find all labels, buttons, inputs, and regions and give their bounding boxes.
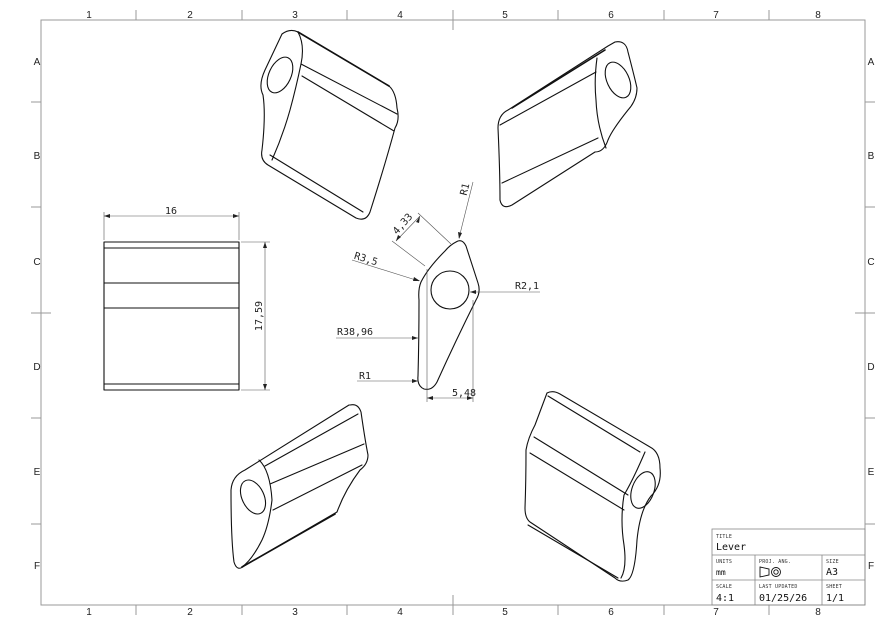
title-label: TITLE [716, 534, 732, 540]
row-label: B [868, 151, 875, 162]
col-label: 6 [608, 607, 614, 618]
drawing-frame [31, 10, 875, 615]
row-label: F [34, 561, 40, 572]
dim-label: R3,5 [353, 251, 379, 269]
title-block: TITLE Lever UNITS mm PROJ. ANG. SIZE A3 … [711, 528, 866, 606]
dim-bottom-width: 5,48 [426, 269, 476, 402]
row-label: A [34, 57, 41, 68]
col-label: 5 [502, 607, 508, 618]
last-updated-label: LAST UPDATED [759, 584, 798, 590]
row-label: A [868, 57, 875, 68]
dim-bottom-radius: R1 [357, 371, 418, 383]
row-label: E [868, 467, 875, 478]
sheet-value: 1/1 [826, 593, 844, 604]
iso-view-top-right [497, 41, 638, 208]
col-label: 4 [397, 10, 403, 21]
dim-upper-radius: R3,5 [351, 251, 420, 282]
row-label: D [867, 362, 874, 373]
row-label: D [33, 362, 40, 373]
row-label: E [34, 467, 41, 478]
row-label: C [867, 257, 874, 268]
col-label: 3 [292, 10, 298, 21]
dim-label: R1 [459, 182, 473, 196]
iso-view-bottom-left [230, 404, 369, 569]
dim-label: 17,59 [254, 301, 265, 331]
size-label: SIZE [826, 559, 839, 565]
dimension-width: 16 [103, 206, 240, 240]
col-label: 8 [815, 607, 821, 618]
dim-label: R1 [359, 371, 371, 382]
iso-view-top-left [260, 29, 399, 220]
dim-label: 5,48 [452, 388, 476, 399]
row-label: C [33, 257, 40, 268]
col-label: 8 [815, 10, 821, 21]
units-label: UNITS [716, 559, 732, 565]
size-value: A3 [826, 567, 838, 578]
col-label: 6 [608, 10, 614, 21]
dim-hole-radius: R2,1 [470, 281, 540, 294]
iso-view-bottom-right [524, 391, 661, 582]
row-labels-left: A B C D E F [33, 57, 40, 572]
units-value: mm [716, 568, 726, 577]
row-label: B [34, 151, 41, 162]
front-view: 16 17,59 [103, 206, 270, 391]
col-label: 5 [502, 10, 508, 21]
dimension-height: 17,59 [241, 241, 270, 391]
dim-label: R2,1 [515, 281, 539, 292]
last-updated-value: 01/25/26 [759, 593, 807, 604]
first-angle-projection-icon [759, 566, 781, 578]
dim-arc-radius: R38,96 [336, 327, 418, 340]
col-label: 1 [86, 607, 92, 618]
col-label: 3 [292, 607, 298, 618]
col-label: 1 [86, 10, 92, 21]
col-label: 7 [713, 607, 719, 618]
dim-label: R38,96 [337, 327, 373, 338]
dim-tip-radius: R1 [458, 181, 474, 239]
title-value: Lever [716, 542, 746, 553]
projection-label: PROJ. ANG. [759, 559, 791, 565]
sheet-label: SHEET [826, 584, 842, 590]
scale-value: 4:1 [716, 593, 734, 604]
col-label: 2 [187, 607, 193, 618]
col-label: 4 [397, 607, 403, 618]
column-labels-top: 1 2 3 4 5 6 7 8 [86, 10, 821, 21]
row-label: F [868, 561, 874, 572]
row-labels-right: A B C D E F [867, 57, 874, 572]
scale-label: SCALE [716, 584, 732, 590]
side-profile-view: R1 4,33 R3,5 R2,1 R38,96 [336, 181, 540, 402]
col-label: 2 [187, 10, 193, 21]
dim-chamfer-length: 4,33 [391, 212, 452, 267]
column-labels-bottom: 1 2 3 4 5 6 7 8 [86, 607, 821, 618]
dim-label: 16 [165, 206, 177, 217]
col-label: 7 [713, 10, 719, 21]
